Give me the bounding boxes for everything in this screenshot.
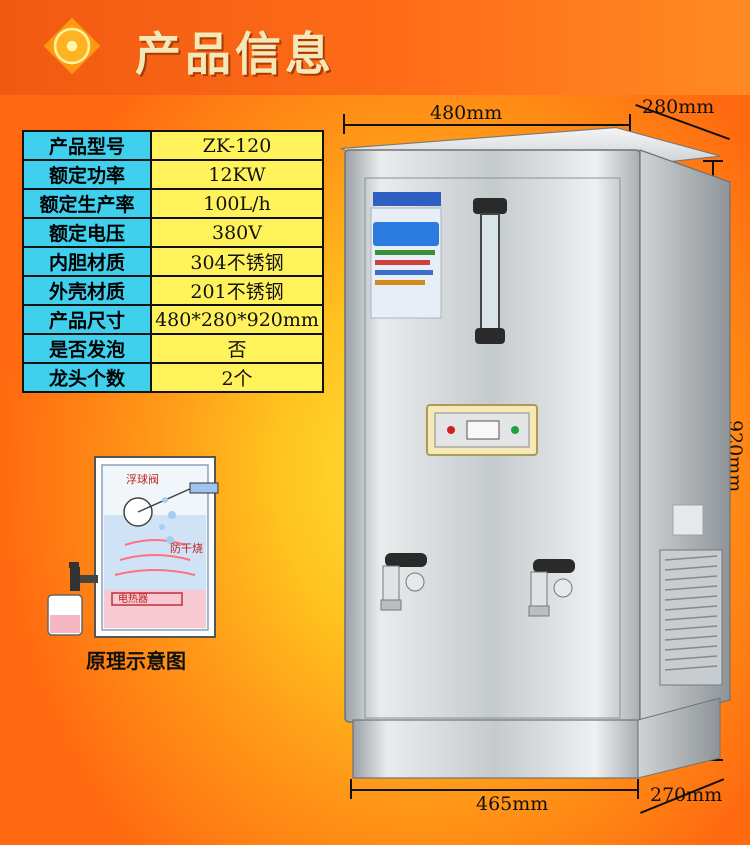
dim-top-width: 480mm <box>430 102 503 124</box>
spec-label: 额定电压 <box>22 217 152 248</box>
dim-tick <box>629 114 631 134</box>
dim-line-bottom-width <box>350 789 638 791</box>
dim-top-depth: 280mm <box>642 96 715 118</box>
dim-bottom-depth: 270mm <box>650 784 723 806</box>
spec-value: 304不锈钢 <box>150 246 324 277</box>
dim-tick <box>637 779 639 799</box>
spec-label: 外壳材质 <box>22 275 152 306</box>
spec-label: 产品尺寸 <box>22 304 152 335</box>
spec-value: ZK-120 <box>150 130 324 161</box>
diagram-caption: 原理示意图 <box>86 649 186 673</box>
spec-value: 480*280*920mm <box>150 304 324 335</box>
dim-tick <box>703 160 723 162</box>
spec-label: 内胆材质 <box>22 246 152 277</box>
table-row: 是否发泡否 <box>22 333 324 364</box>
page-title: 产品信息 <box>135 27 335 81</box>
spec-value: 201不锈钢 <box>150 275 324 306</box>
spec-label: 龙头个数 <box>22 362 152 393</box>
title-bar: 产品信息 <box>0 0 750 95</box>
water-boiler-image <box>340 127 731 779</box>
spec-value: 2个 <box>150 362 324 393</box>
spec-value: 380V <box>150 217 324 248</box>
principle-diagram: 浮球阀 防干烧 电热器 <box>47 456 219 638</box>
float-valve-label: 浮球阀 <box>126 472 159 486</box>
spec-label: 是否发泡 <box>22 333 152 364</box>
spec-label: 产品型号 <box>22 130 152 161</box>
diamond-icon <box>43 17 101 75</box>
dim-tick <box>343 114 345 134</box>
spec-value: 否 <box>150 333 324 364</box>
dim-bottom-width: 465mm <box>476 793 549 815</box>
spec-value: 100L/h <box>150 188 324 219</box>
spec-value: 12KW <box>150 159 324 190</box>
dim-tick <box>350 779 352 799</box>
dry-protect-label: 防干烧 <box>170 541 203 555</box>
spec-label: 额定功率 <box>22 159 152 190</box>
spec-label: 额定生产率 <box>22 188 152 219</box>
dim-line-top-width <box>343 124 630 126</box>
heater-label: 电热器 <box>118 592 148 605</box>
